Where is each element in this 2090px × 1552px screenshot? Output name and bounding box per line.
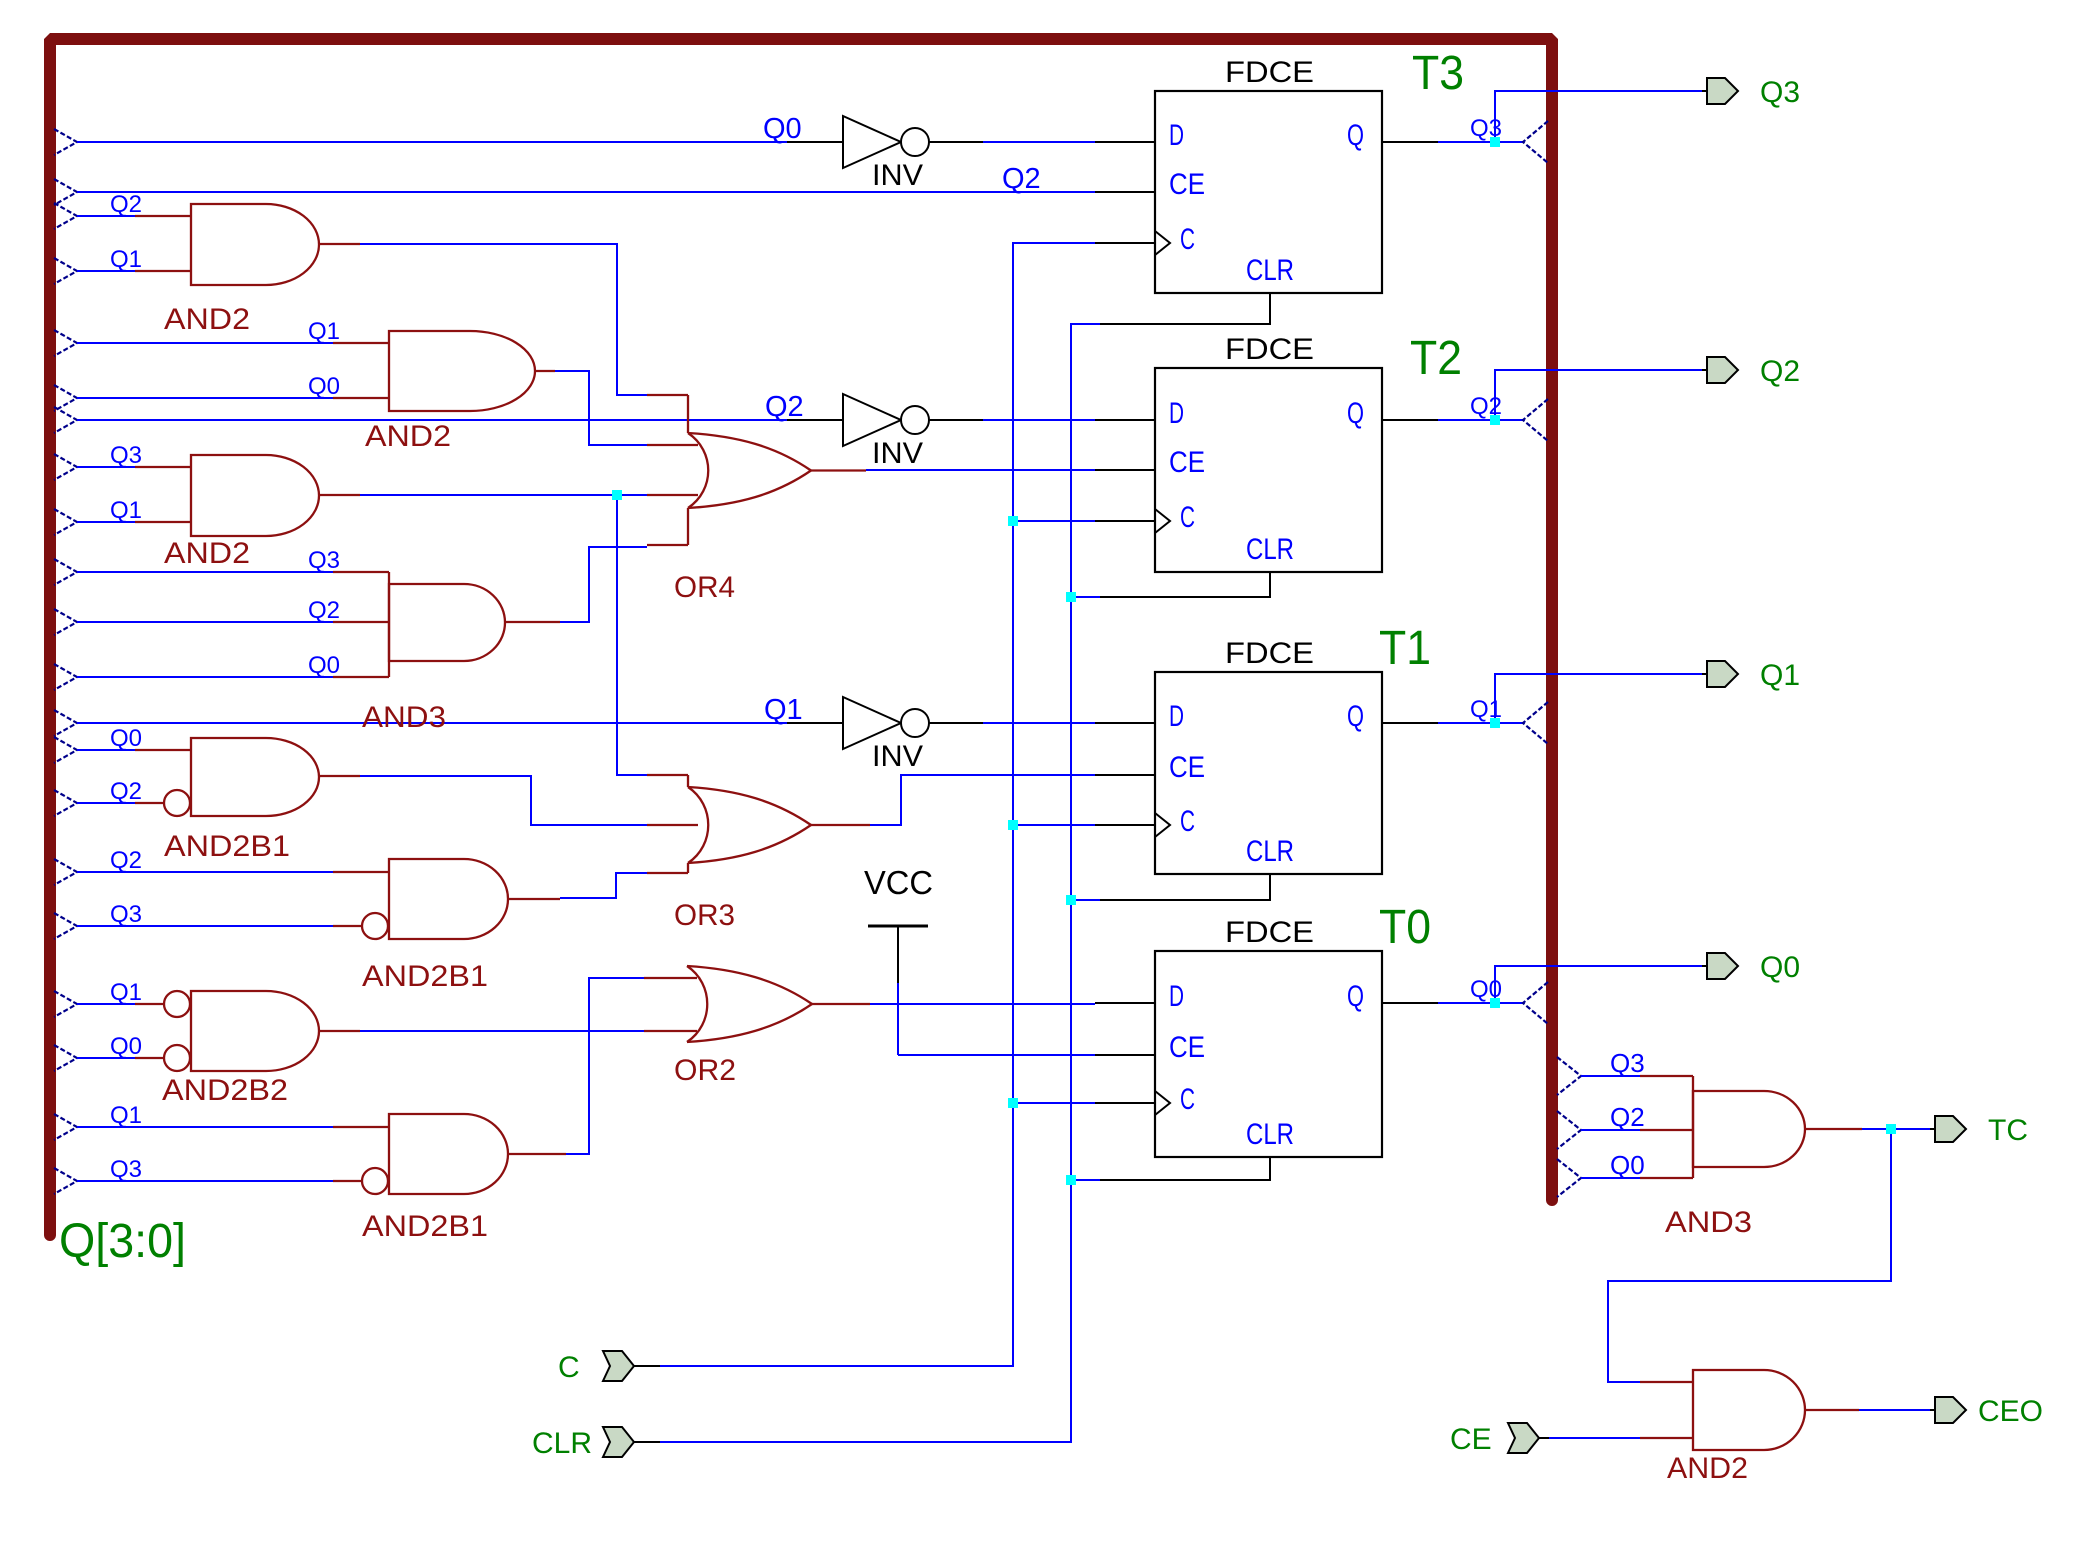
svg-text:INV: INV xyxy=(872,437,923,470)
svg-text:AND2B1: AND2B1 xyxy=(362,1210,488,1243)
svg-text:Q1: Q1 xyxy=(110,1102,142,1129)
svg-text:Q[3:0]: Q[3:0] xyxy=(59,1215,186,1268)
svg-text:T2: T2 xyxy=(1410,332,1462,385)
svg-text:Q0: Q0 xyxy=(763,113,802,145)
svg-text:C: C xyxy=(1180,501,1195,534)
svg-text:T3: T3 xyxy=(1412,47,1464,100)
svg-text:Q0: Q0 xyxy=(1610,1150,1645,1180)
svg-text:AND2: AND2 xyxy=(164,303,250,336)
svg-text:Q2: Q2 xyxy=(308,597,340,624)
svg-text:AND2B2: AND2B2 xyxy=(162,1074,288,1107)
svg-text:Q3: Q3 xyxy=(1760,76,1800,109)
svg-text:AND2B1: AND2B1 xyxy=(362,960,488,993)
svg-text:Q1: Q1 xyxy=(110,497,142,524)
svg-text:Q2: Q2 xyxy=(1610,1102,1645,1132)
svg-text:CLR: CLR xyxy=(1246,254,1294,287)
svg-text:D: D xyxy=(1169,980,1184,1013)
svg-text:AND2B1: AND2B1 xyxy=(164,830,290,863)
svg-text:CE: CE xyxy=(1169,168,1205,201)
svg-text:Q3: Q3 xyxy=(110,1156,142,1183)
svg-text:C: C xyxy=(1180,1083,1195,1116)
svg-text:Q: Q xyxy=(1347,980,1364,1013)
svg-text:Q3: Q3 xyxy=(1610,1048,1645,1078)
svg-text:Q2: Q2 xyxy=(1760,355,1800,388)
svg-text:C: C xyxy=(1180,223,1195,256)
svg-text:FDCE: FDCE xyxy=(1225,916,1314,949)
svg-text:Q1: Q1 xyxy=(308,318,340,345)
svg-text:Q: Q xyxy=(1347,119,1364,152)
svg-text:CE: CE xyxy=(1169,751,1205,784)
svg-text:Q0: Q0 xyxy=(1760,951,1800,984)
svg-text:Q2: Q2 xyxy=(110,778,142,805)
svg-text:CLR: CLR xyxy=(1246,533,1294,566)
svg-text:INV: INV xyxy=(872,159,923,192)
svg-text:D: D xyxy=(1169,397,1184,430)
svg-text:C: C xyxy=(1180,805,1195,838)
svg-text:Q3: Q3 xyxy=(308,547,340,574)
svg-text:Q2: Q2 xyxy=(110,191,142,218)
svg-text:AND3: AND3 xyxy=(1665,1206,1752,1239)
svg-text:FDCE: FDCE xyxy=(1225,333,1314,366)
svg-text:OR2: OR2 xyxy=(674,1054,736,1087)
svg-text:Q0: Q0 xyxy=(308,373,340,400)
svg-text:Q2: Q2 xyxy=(1002,163,1041,195)
svg-text:Q: Q xyxy=(1347,397,1364,430)
svg-text:Q3: Q3 xyxy=(110,442,142,469)
svg-text:Q2: Q2 xyxy=(110,847,142,874)
svg-text:FDCE: FDCE xyxy=(1225,56,1314,89)
svg-text:OR4: OR4 xyxy=(674,571,735,604)
svg-text:Q1: Q1 xyxy=(110,246,142,273)
svg-text:CLR: CLR xyxy=(1246,835,1294,868)
svg-text:Q0: Q0 xyxy=(110,725,142,752)
svg-text:Q3: Q3 xyxy=(110,901,142,928)
svg-text:Q0: Q0 xyxy=(308,652,340,679)
svg-text:Q1: Q1 xyxy=(1760,659,1800,692)
svg-text:CLR: CLR xyxy=(532,1427,592,1460)
svg-text:AND2: AND2 xyxy=(1667,1452,1748,1485)
svg-text:Q: Q xyxy=(1347,700,1364,733)
svg-text:AND2: AND2 xyxy=(365,420,451,453)
svg-text:AND2: AND2 xyxy=(164,537,250,570)
svg-text:CLR: CLR xyxy=(1246,1118,1294,1151)
svg-text:TC: TC xyxy=(1988,1114,2028,1147)
svg-text:T1: T1 xyxy=(1379,622,1431,675)
svg-text:AND3: AND3 xyxy=(362,701,446,734)
svg-text:Q2: Q2 xyxy=(765,391,804,423)
svg-text:VCC: VCC xyxy=(864,864,933,901)
svg-text:FDCE: FDCE xyxy=(1225,637,1314,670)
svg-text:D: D xyxy=(1169,700,1184,733)
svg-text:C: C xyxy=(558,1351,580,1384)
svg-text:T0: T0 xyxy=(1379,901,1431,954)
svg-text:CE: CE xyxy=(1450,1423,1492,1456)
svg-text:OR3: OR3 xyxy=(674,899,735,932)
svg-text:CEO: CEO xyxy=(1978,1395,2043,1428)
svg-text:Q1: Q1 xyxy=(764,694,803,726)
svg-text:Q0: Q0 xyxy=(110,1033,142,1060)
svg-text:D: D xyxy=(1169,119,1184,152)
svg-text:CE: CE xyxy=(1169,446,1205,479)
svg-text:CE: CE xyxy=(1169,1031,1205,1064)
svg-text:INV: INV xyxy=(872,740,923,773)
svg-text:Q1: Q1 xyxy=(110,979,142,1006)
